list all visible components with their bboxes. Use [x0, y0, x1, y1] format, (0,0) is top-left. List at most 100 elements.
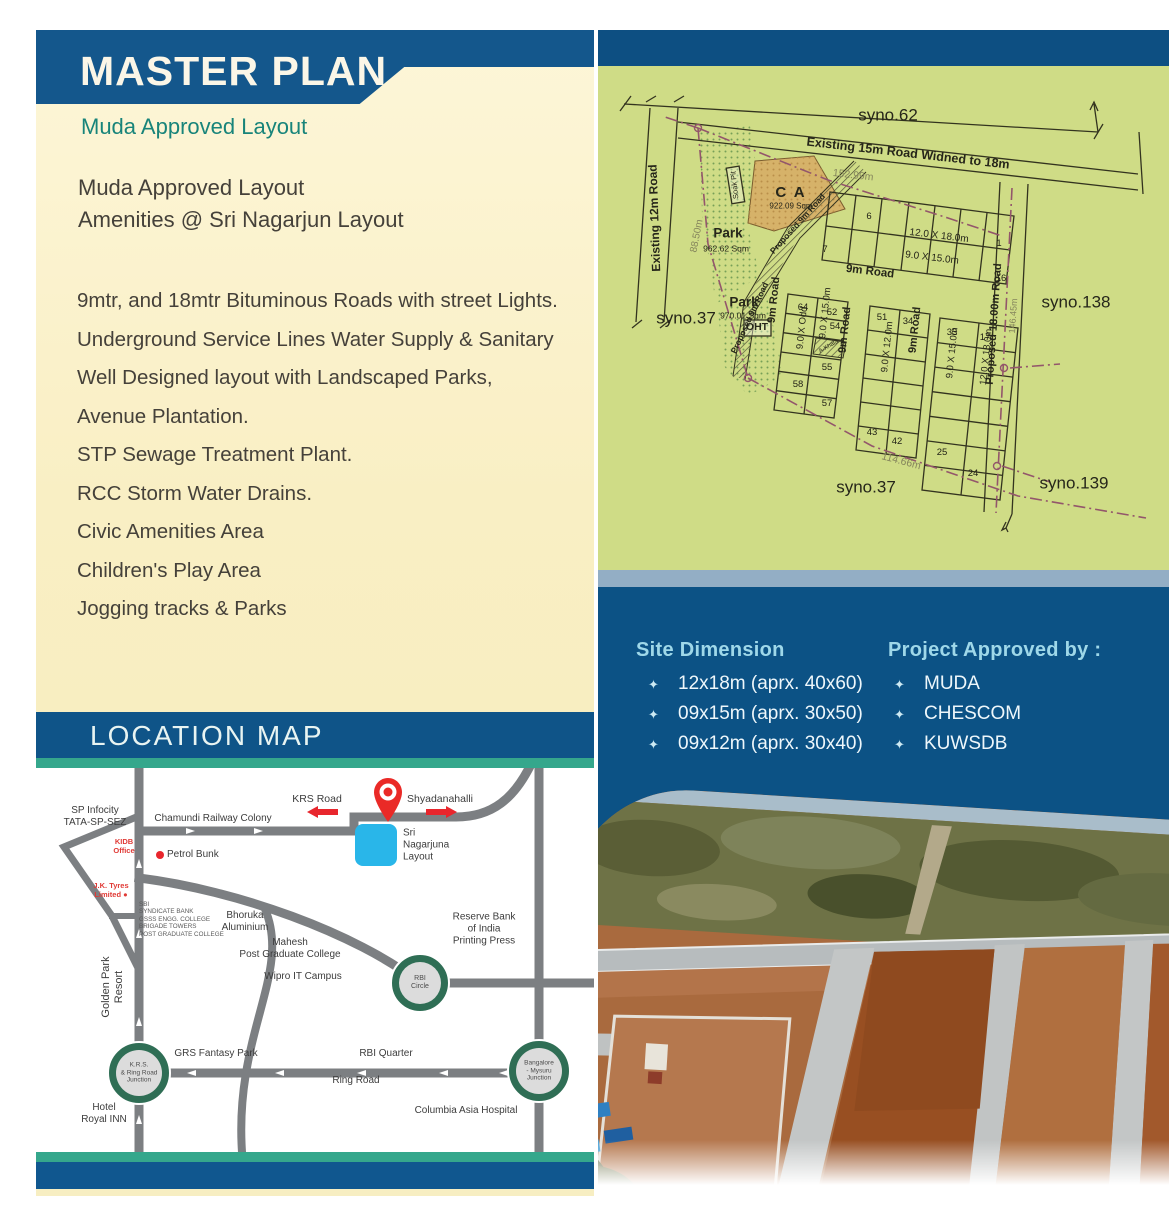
map-label-hotel: Hotel Royal INN	[81, 1102, 127, 1125]
page-title: MASTER PLAN	[80, 48, 388, 94]
plot-number: 16	[995, 272, 1007, 284]
footer-cream-strip	[36, 1189, 594, 1196]
map-label-krs-road: KRS Road	[292, 792, 342, 805]
plot-number: 64	[797, 301, 809, 313]
map-label-rbi-quarter: RBI Quarter	[359, 1048, 413, 1060]
page-subtitle: Muda Approved Layout	[81, 114, 308, 139]
site-dimension-item: 09x15m (aprx. 30x50)	[678, 703, 863, 724]
star-bullet-icon: ✦	[894, 677, 905, 692]
plot-number: 54	[829, 320, 841, 332]
star-bullet-icon: ✦	[648, 707, 659, 722]
road-arrow-icons	[136, 828, 508, 1124]
left-panel: MASTER PLAN Muda Approved Layout Muda Ap…	[36, 30, 594, 1196]
map-label-kidb: KIDB Office	[113, 837, 135, 855]
plot-number: 24	[967, 467, 979, 479]
siteplan-label-park2: Park	[729, 294, 759, 310]
star-bullet-icon: ✦	[894, 737, 905, 752]
plot-number: 6	[866, 210, 872, 222]
map-label-rbi-circle: RBI Circle	[411, 974, 429, 990]
map-label-jk-tyres: J.K. Tyres Limited ●	[93, 881, 129, 899]
siteplan-label-syno37-left: syno.37	[656, 308, 716, 328]
plot-number: 7	[822, 243, 828, 255]
map-label-golden-park: Golden Park Resort	[100, 956, 125, 1018]
siteplan-label-syno37-bottom: syno.37	[836, 477, 896, 497]
feature-item: Underground Service Lines Water Supply &…	[77, 327, 554, 351]
petrol-dot-icon	[156, 851, 164, 859]
photo-bottom-fade	[598, 1140, 1169, 1200]
map-label-shyadanahalli: Shyadanahalli	[407, 792, 473, 805]
siteplan-label-syno139: syno.139	[1039, 473, 1109, 493]
site-dimension-item: 12x18m (aprx. 40x60)	[678, 673, 863, 694]
siteplan-label-ca: C A	[775, 183, 807, 201]
location-pin-icon	[374, 778, 402, 822]
map-label-krs-junction: K.R.S. & Ring Road Junction	[120, 1061, 158, 1084]
siteplan-label-park1: Park	[713, 225, 743, 241]
plot-number: 17	[979, 331, 991, 343]
site-marker-square	[355, 824, 397, 866]
map-label-mahesh: Mahesh Post Graduate College	[239, 937, 341, 960]
siteplan-label-oht: OHT	[745, 321, 769, 334]
plot-number: 55	[821, 361, 833, 373]
location-map: SP Infocity TATA-SP-SEZ Chamundi Railway…	[36, 768, 594, 1152]
approved-title: Project Approved by :	[888, 639, 1102, 661]
plot-number: 1	[996, 237, 1002, 249]
right-panel: syno.62 syno.37 syno.37 syno.138 syno.13…	[598, 30, 1169, 1200]
feature-item: Jogging tracks & Parks	[77, 597, 287, 620]
star-bullet-icon: ✦	[894, 707, 905, 722]
plot-number: 43	[866, 426, 878, 438]
siteplan-label-park1-area: 962.62 Sqm	[703, 243, 749, 254]
teal-divider	[36, 758, 594, 768]
plot-number: 33	[946, 326, 958, 338]
steel-divider	[598, 570, 1169, 587]
site-dimension-title: Site Dimension	[636, 639, 785, 661]
krs-arrow-left-icon	[307, 806, 338, 818]
plot-number: 52	[826, 306, 838, 318]
siteplan-svg	[619, 95, 1147, 533]
junction-circles	[107, 953, 571, 1105]
map-label-institutions: SBI SYNDICATE BANK GSSS ENGG. COLLEGE BR…	[139, 901, 224, 938]
map-label-ring-road: Ring Road	[332, 1075, 380, 1087]
aerial-photo	[598, 783, 1169, 1200]
plot-number: 42	[891, 435, 903, 447]
feature-item: Civic Amenities Area	[77, 520, 264, 543]
plot-number: 25	[936, 446, 948, 458]
map-label-petrol: Petrol Bunk	[167, 849, 219, 861]
intro-text: Muda Approved Layout Amenities @ Sri Nag…	[78, 175, 404, 232]
star-bullet-icon: ✦	[648, 677, 659, 692]
plot-number: 58	[792, 378, 804, 390]
plot-number: 34	[902, 315, 914, 327]
info-section: Site Dimension ✦ 12x18m (aprx. 40x60) ✦ …	[598, 587, 1169, 817]
site-dimension-item: 09x12m (aprx. 30x40)	[678, 733, 863, 754]
siteplan-label-ca-area: 922.09 Sqm	[769, 201, 813, 211]
shyadanahalli-arrow-right-icon	[426, 806, 457, 818]
feature-item: 9mtr, and 18mtr Bituminous Roads with st…	[77, 289, 558, 312]
plot-number: 57	[821, 397, 833, 409]
feature-item: Children's Play Area	[77, 558, 261, 582]
approved-item: MUDA	[924, 673, 980, 694]
feature-item: Well Designed layout with Landscaped Par…	[77, 366, 493, 389]
feature-item: RCC Storm Water Drains.	[77, 481, 313, 505]
map-label-chamundi: Chamundi Railway Colony	[154, 813, 272, 825]
map-label-columbia: Columbia Asia Hospital	[414, 1105, 518, 1117]
siteplan-label-syno138: syno.138	[1041, 292, 1111, 312]
map-label-sp-infocity: SP Infocity TATA-SP-SEZ	[63, 805, 127, 828]
map-label-bhoruka: Bhoruka Aluminium	[221, 910, 269, 933]
approved-item: CHESCOM	[924, 703, 1022, 724]
footer-teal-strip	[36, 1152, 594, 1162]
location-map-banner	[36, 712, 594, 758]
right-top-band	[598, 30, 1169, 66]
roads-svg	[58, 768, 594, 1152]
location-map-title: LOCATION MAP	[90, 720, 324, 751]
master-plan-drawing: syno.62 syno.37 syno.37 syno.138 syno.13…	[598, 66, 1169, 570]
map-label-grs: GRS Fantasy Park	[174, 1048, 258, 1060]
footer-blue-strip	[36, 1162, 594, 1189]
siteplan-label-park2-area: 970.01 Sqm	[720, 310, 766, 321]
feature-item: STP Sewage Treatment Plant.	[77, 443, 353, 466]
features-list: 9mtr, and 18mtr Bituminous Roads with st…	[77, 282, 558, 629]
map-label-bangalore-junction: Bangalore - Mysuru Junction	[524, 1059, 554, 1082]
siteplan-label-syno62: syno.62	[858, 105, 918, 125]
map-label-sri-nagarjuna: Sri Nagarjuna Layout	[403, 827, 450, 862]
aerial-photo-art	[598, 783, 1169, 1200]
star-bullet-icon: ✦	[648, 737, 659, 752]
